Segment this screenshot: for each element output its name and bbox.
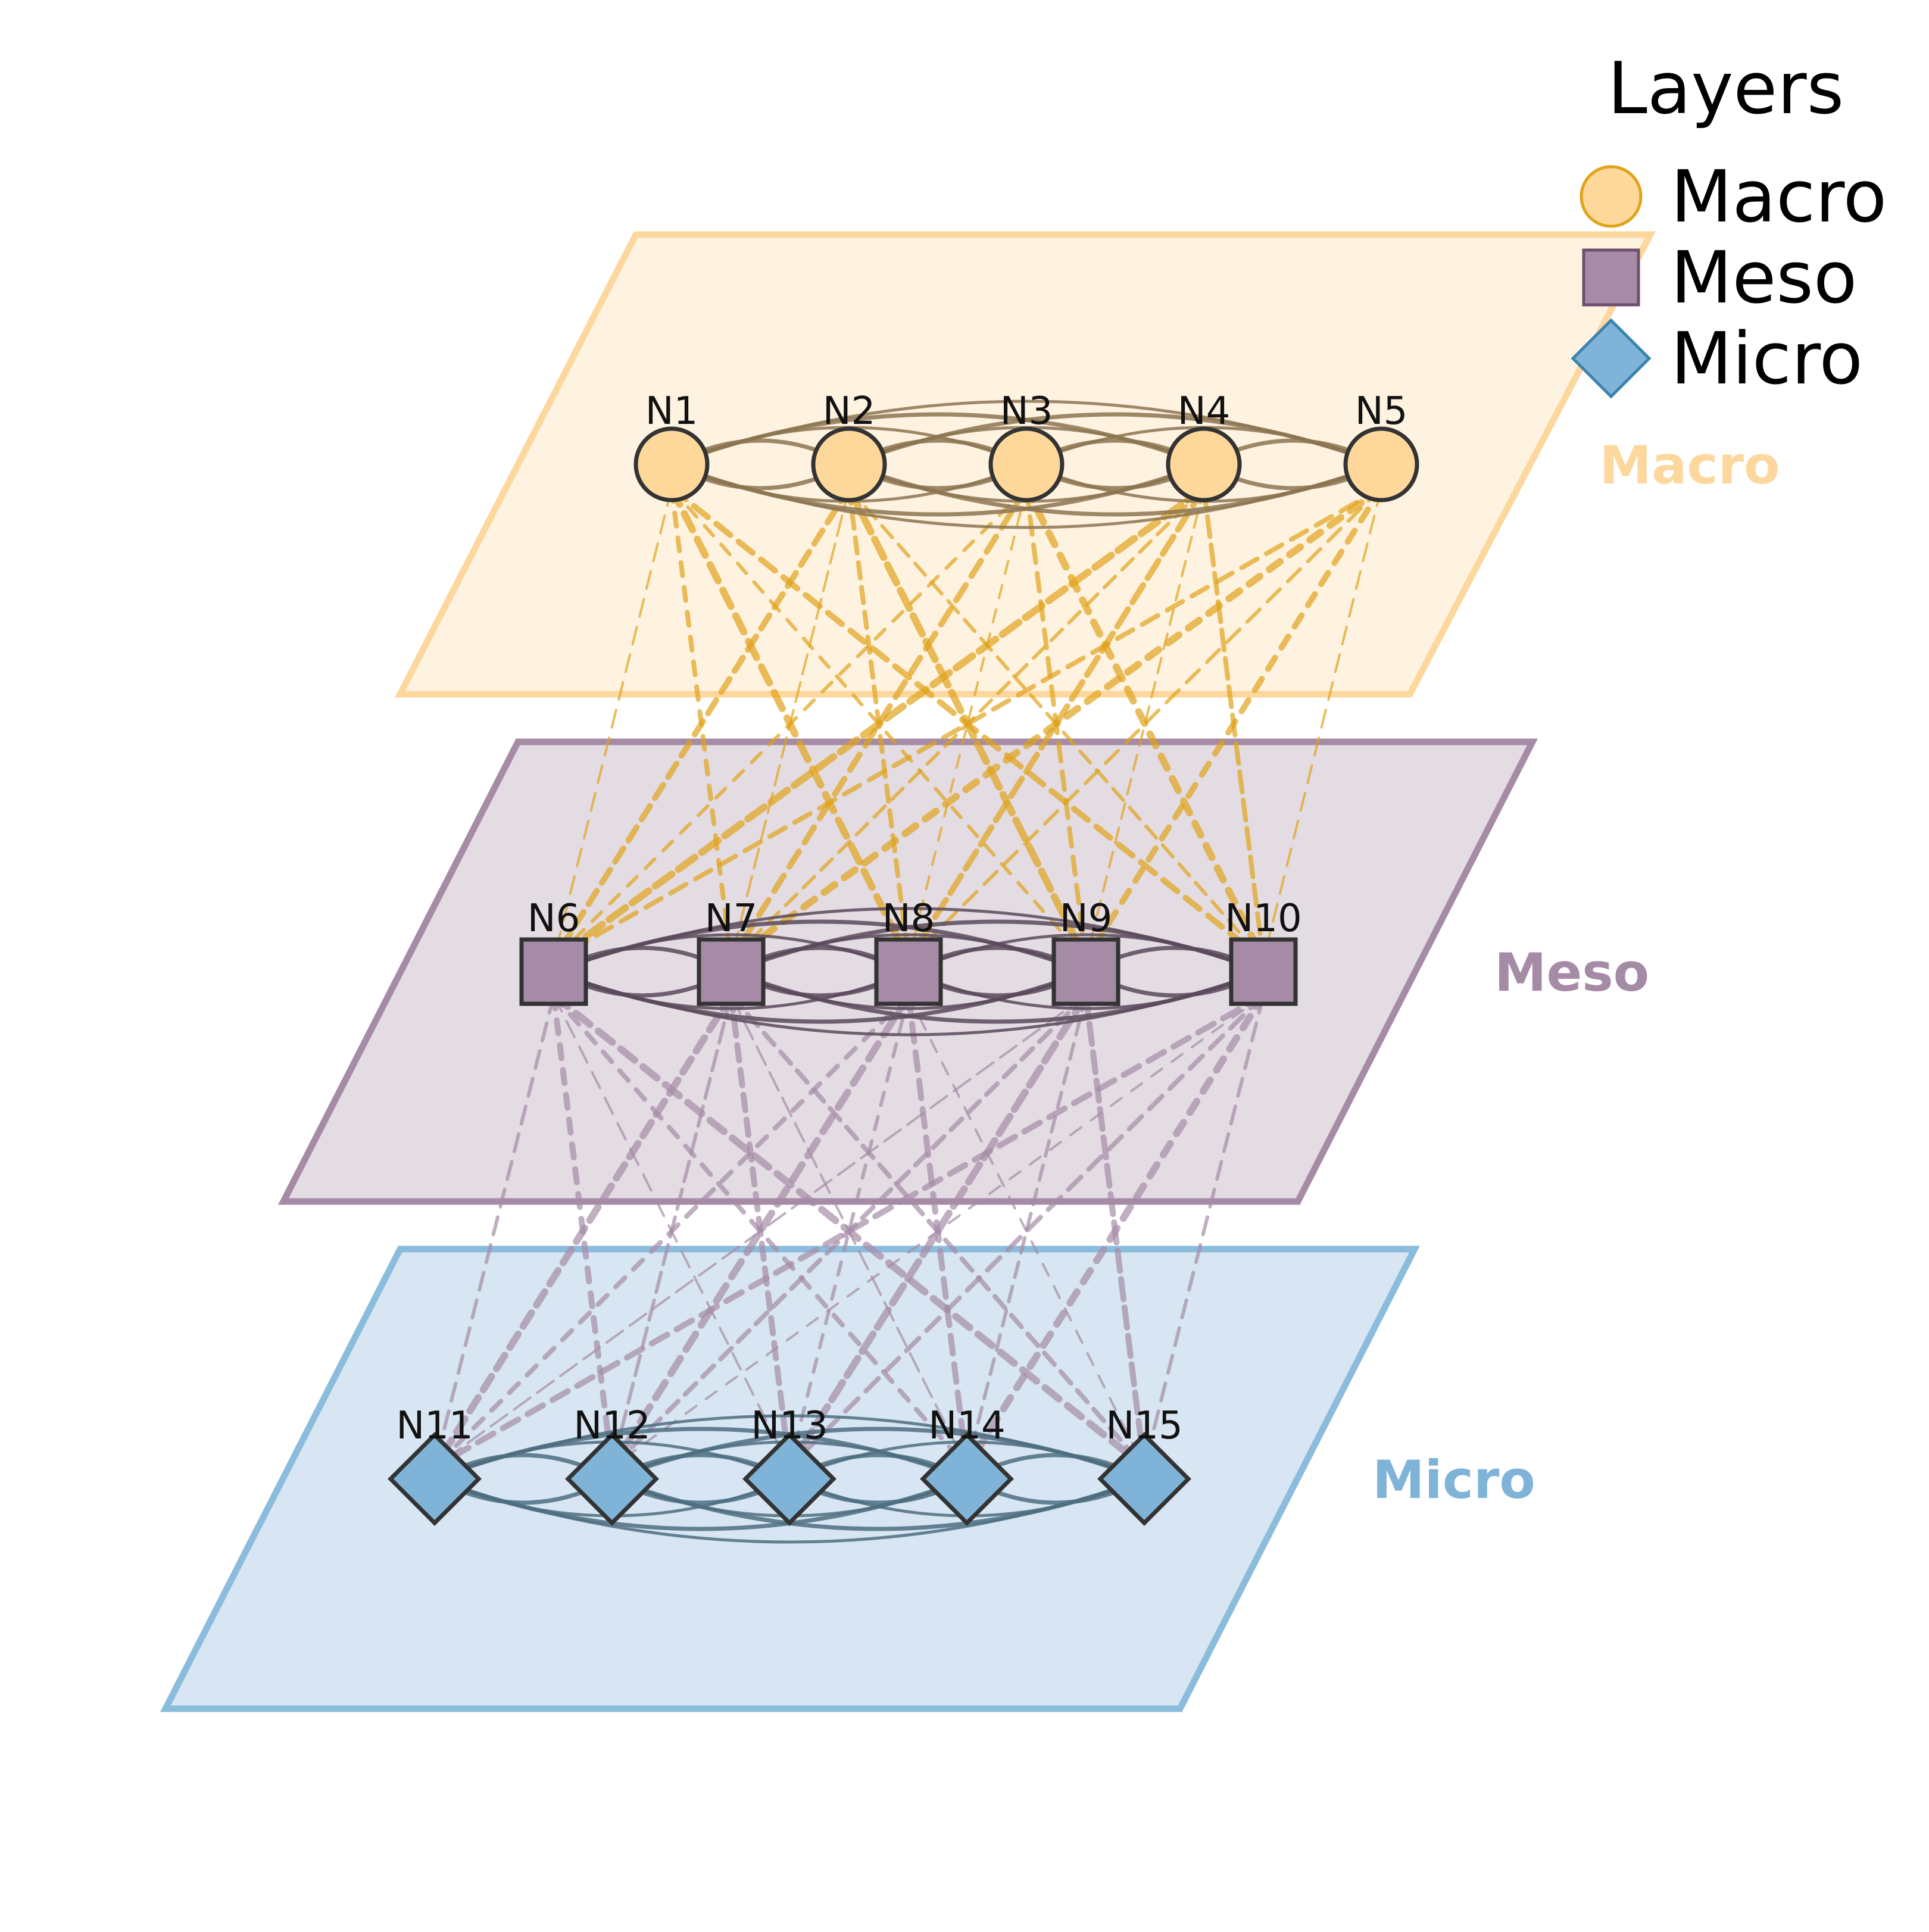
legend-item-meso: Meso: [1582, 237, 1857, 320]
inter-edge-N4-N9: [1085, 487, 1205, 961]
legend-swatch: [1582, 248, 1640, 307]
node-marker: [519, 937, 588, 1006]
node-marker: [633, 426, 710, 502]
inter-edge-N2-N6: [551, 485, 852, 963]
node-label: N5: [1355, 389, 1408, 433]
node-label: N11: [396, 1404, 473, 1448]
node-marker: [697, 937, 766, 1006]
node-label: N10: [1225, 897, 1301, 941]
node-label: N8: [882, 897, 935, 941]
node-label: N1: [645, 389, 698, 433]
node-marker: [988, 426, 1065, 502]
inter-edge-N8-N13: [788, 994, 910, 1469]
legend-item-macro: Macro: [1580, 156, 1887, 239]
node-N12: N12: [565, 1404, 659, 1526]
node-N15: N15: [1097, 1404, 1191, 1526]
node-marker: [811, 426, 887, 502]
node-marker: [1343, 426, 1419, 502]
node-N4: N4: [1166, 389, 1242, 502]
legend-swatch: [1580, 165, 1643, 228]
inter-edge-N5-N9: [1083, 485, 1384, 963]
node-N11: N11: [388, 1404, 482, 1526]
node-label: N14: [928, 1404, 1005, 1448]
node-marker: [565, 1432, 659, 1526]
node-label: N4: [1178, 389, 1231, 433]
legend-label: Meso: [1671, 237, 1857, 320]
node-marker: [1051, 937, 1120, 1006]
node-marker: [1097, 1432, 1191, 1526]
inter-edge-N5-N8: [907, 486, 1383, 962]
inter-edge-N3-N6: [552, 486, 1028, 962]
node-label: N12: [573, 1404, 650, 1448]
inter-edge-N9-N11: [433, 994, 1087, 1468]
node-N13: N13: [742, 1404, 836, 1526]
inter-edge-N10-N14: [963, 992, 1267, 1471]
node-label: N7: [705, 897, 758, 941]
node-N3: N3: [988, 389, 1065, 502]
layer-title-meso: Meso: [1494, 942, 1649, 1003]
inter-edge-N10-N11: [432, 992, 1266, 1470]
layer-title-micro: Micro: [1372, 1449, 1535, 1510]
legend-title: Layers: [1607, 48, 1844, 130]
node-marker: [920, 1432, 1014, 1526]
inter-edge-N10-N12: [611, 994, 1265, 1468]
node-N6: N6: [519, 897, 588, 1006]
inter-edge-N6-N11: [433, 994, 555, 1469]
node-marker: [1166, 426, 1242, 502]
inter-edge-N5-N7: [728, 485, 1385, 963]
inter-edge-N9-N14: [965, 994, 1088, 1469]
node-label: N6: [527, 897, 580, 941]
legend-label: Macro: [1671, 156, 1887, 239]
node-marker: [1229, 937, 1298, 1006]
inter-layer-edges: [431, 485, 1385, 1471]
node-label: N13: [751, 1404, 828, 1448]
inter-edge-N5-N10: [1262, 487, 1382, 961]
node-N10: N10: [1225, 897, 1302, 1006]
node-label: N3: [1000, 389, 1053, 433]
inter-edge-N1-N6: [553, 487, 673, 961]
node-label: N15: [1106, 1404, 1182, 1448]
node-marker: [388, 1432, 482, 1526]
node-N9: N9: [1051, 897, 1120, 1006]
inter-edge-N5-N6: [551, 486, 1384, 962]
legend-swatch: [1571, 318, 1652, 399]
node-N14: N14: [920, 1404, 1014, 1526]
node-label: N2: [823, 389, 876, 433]
inter-edge-N3-N7: [728, 485, 1029, 963]
inter-edge-N4-N6: [550, 485, 1207, 963]
legend-item-micro: Micro: [1571, 318, 1863, 401]
legend-label: Micro: [1671, 318, 1863, 401]
node-N5: N5: [1343, 389, 1419, 502]
inter-edge-N3-N8: [907, 487, 1028, 961]
inter-edge-N7-N11: [431, 992, 735, 1471]
node-N7: N7: [697, 897, 766, 1006]
inter-edge-N10-N13: [787, 993, 1266, 1469]
node-N1: N1: [633, 389, 710, 502]
node-label: N9: [1060, 897, 1113, 941]
inter-edge-N8-N11: [432, 993, 911, 1469]
node-marker: [742, 1432, 836, 1526]
inter-edge-N10-N15: [1143, 994, 1265, 1469]
node-N8: N8: [874, 897, 943, 1006]
node-N2: N2: [811, 389, 887, 502]
layer-title-macro: Macro: [1600, 435, 1780, 496]
node-marker: [874, 937, 943, 1006]
